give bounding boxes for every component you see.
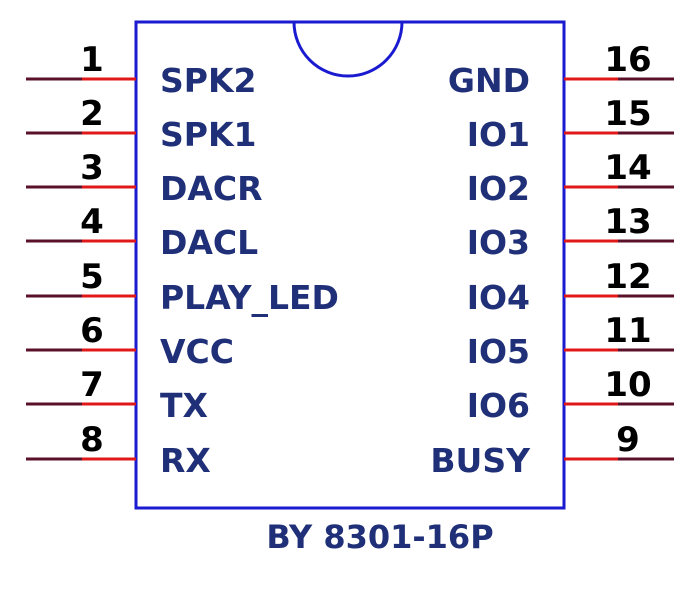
pin-number: 4 [80,202,104,242]
pin-label: DACR [160,169,263,208]
pin-number: 5 [80,257,104,297]
pin-label: SPK2 [160,61,257,100]
pin-label: GND [448,61,530,100]
pin-number: 12 [604,257,651,297]
pin-number: 1 [80,40,104,80]
pin-number: 15 [604,94,651,134]
pin-7: 7TX [26,365,208,425]
pin-number: 2 [80,94,104,134]
part-name: BY 8301-16P [266,518,493,556]
pin-number: 14 [604,148,651,188]
chip-body [134,20,566,510]
pin-label: RX [160,441,211,480]
pin-label: IO2 [467,169,530,208]
chip-notch [292,21,404,78]
pin-label: VCC [160,332,234,371]
pin-label: TX [160,386,208,425]
pin-number: 8 [80,420,104,460]
pin-label: BUSY [430,441,531,480]
pin-number: 11 [604,311,651,351]
pin-label: IO1 [467,115,530,154]
pin-label: DACL [160,223,258,262]
pin-label: PLAY_LED [160,278,339,317]
pin-number: 3 [80,148,104,188]
pin-number: 9 [616,420,640,460]
pin-8: 8RX [26,420,211,480]
pin-label: IO5 [467,332,530,371]
pin-number: 13 [604,202,651,242]
pin-number: 16 [604,40,651,80]
pin-number: 6 [80,311,104,351]
pin-label: SPK1 [160,115,257,154]
pin-number: 10 [604,365,651,405]
pin-label: IO3 [467,223,530,262]
pin-label: IO6 [467,386,530,425]
pin-number: 7 [80,365,104,405]
pin-label: IO4 [467,278,530,317]
